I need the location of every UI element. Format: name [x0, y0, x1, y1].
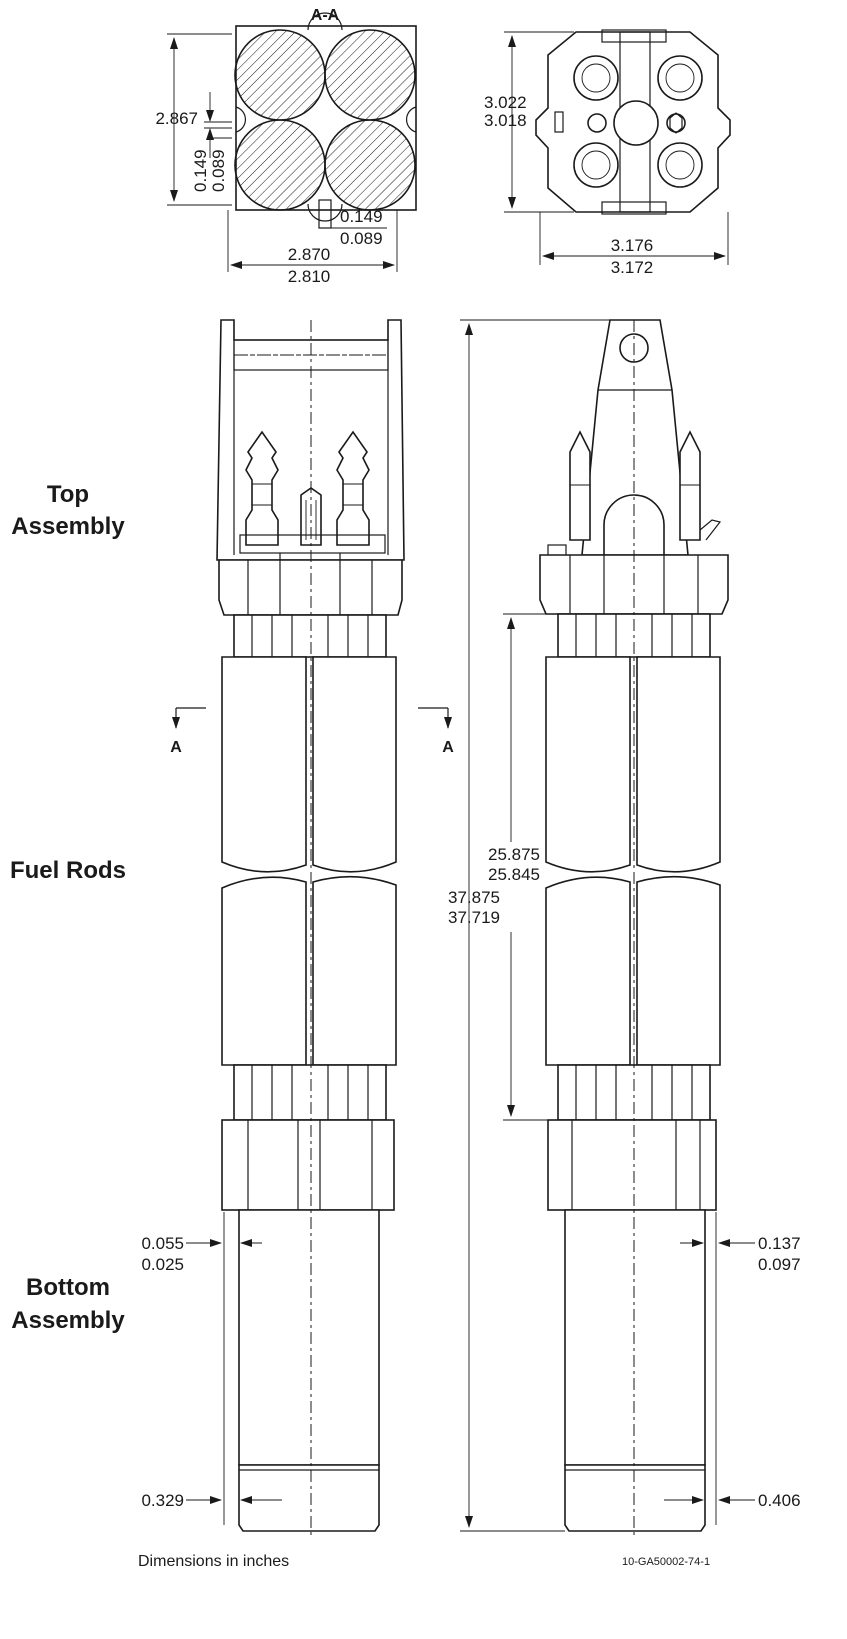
footer-note: Dimensions in inches: [138, 1553, 289, 1570]
dim-left-clearance-bottom: 0.025: [141, 1255, 184, 1274]
dim-right-clearance-bottom: 0.097: [758, 1255, 801, 1274]
dim-width-bottom: 2.810: [288, 267, 331, 286]
fuel-rod-side: [636, 656, 721, 873]
fuel-rod-section: [234, 119, 326, 211]
section-title: A-A: [311, 7, 340, 24]
fuel-rod-front: [221, 876, 307, 1066]
top-view: 3.022 3.018 3.176 3.172: [484, 29, 731, 277]
dim-width-top: 2.870: [288, 245, 331, 264]
fuel-rod-front: [221, 656, 307, 873]
bottom-body: [238, 1209, 380, 1466]
dim-gap-horizontal-bottom: 0.089: [340, 229, 383, 248]
side-bottom-body: [564, 1209, 706, 1466]
label-top-assembly-2: Assembly: [11, 513, 125, 540]
dim-top-height-bottom: 3.018: [484, 111, 527, 130]
label-bottom-assembly-1: Bottom: [26, 1274, 110, 1301]
fuel-rod-section: [234, 29, 326, 121]
side-bottom-nozzle: [547, 1119, 717, 1211]
bottom-tip: [238, 1464, 380, 1532]
dim-rod-length-top: 25.875: [488, 845, 540, 864]
side-view: 0.137 0.097 0.406: [539, 319, 801, 1535]
dim-rod-length-bottom: 25.845: [488, 865, 540, 884]
drawing-reference: 10-GA50002-74-1: [622, 1556, 710, 1568]
dim-left-clearance-top: 0.055: [141, 1234, 184, 1253]
bottom-nozzle: [221, 1119, 395, 1211]
dim-left-tip: 0.329: [141, 1491, 184, 1510]
spring-post: [336, 430, 370, 546]
label-fuel-rods: Fuel Rods: [10, 857, 126, 884]
dim-rod-gap: 2.867: [155, 109, 198, 128]
dim-top-width-bottom: 3.172: [611, 258, 654, 277]
dim-total-length-top: 37.875: [448, 888, 500, 907]
fuel-rod-side: [545, 876, 631, 1066]
label-top-assembly-1: Top: [47, 481, 89, 508]
dim-top-height-top: 3.022: [484, 93, 527, 112]
dim-right-tip: 0.406: [758, 1491, 801, 1510]
top-nozzle: [218, 559, 403, 616]
spring-post: [245, 430, 279, 546]
fuel-rod-front: [312, 875, 397, 1066]
dim-top-width-top: 3.176: [611, 236, 654, 255]
dim-total-length-bottom: 37.719: [448, 908, 500, 927]
fuel-rod-front: [312, 656, 397, 873]
length-dimensions: 25.875 25.845 37.875 37.719: [448, 319, 615, 1532]
dim-gap-horizontal-top: 0.149: [340, 207, 383, 226]
fuel-rod-section: [324, 29, 416, 121]
label-bottom-assembly-2: Assembly: [11, 1307, 125, 1334]
fuel-rod-section: [324, 119, 416, 211]
fuel-rod-side: [636, 875, 721, 1066]
front-view: A A 0.055 0.025 0.329: [141, 319, 454, 1535]
dim-gap-vertical-top: 0.149: [191, 149, 210, 192]
section-mark-right: A: [442, 739, 454, 756]
side-bottom-tip: [564, 1464, 706, 1532]
section-mark-left: A: [170, 739, 182, 756]
dim-right-clearance-top: 0.137: [758, 1234, 801, 1253]
dim-gap-vertical-bottom: 0.089: [209, 149, 228, 192]
fuel-rod-side: [545, 656, 631, 873]
section-a-a-view: A-A 2.867 0.149 0.089 0.149 0.089 2.870 …: [155, 7, 417, 286]
